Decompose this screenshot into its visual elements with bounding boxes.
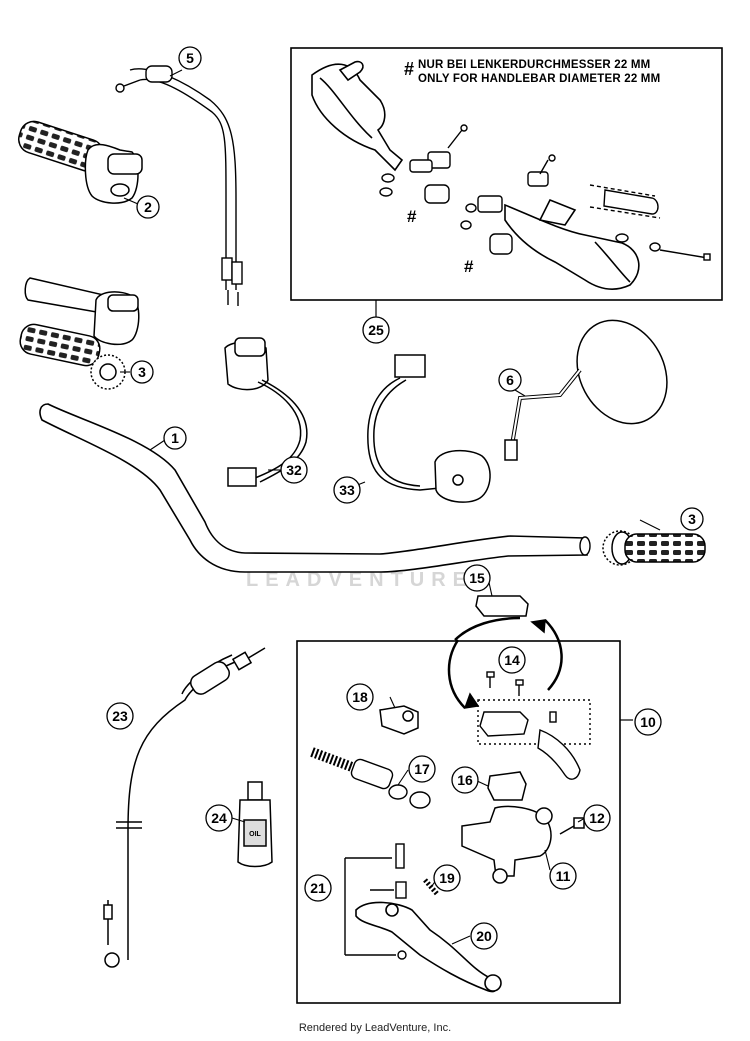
callout-32: 32 xyxy=(280,456,308,484)
grip-right xyxy=(602,530,706,566)
svg-text:19: 19 xyxy=(439,870,455,886)
handguard-right xyxy=(504,198,640,290)
svg-text:11: 11 xyxy=(556,868,571,884)
svg-text:16: 16 xyxy=(457,772,473,788)
svg-text:17: 17 xyxy=(414,761,430,777)
callout-25: 25 xyxy=(362,316,390,344)
screws-14 xyxy=(486,671,524,696)
switch-33 xyxy=(367,354,491,503)
callout-16: 16 xyxy=(451,766,479,794)
svg-text:#: # xyxy=(464,257,474,276)
switch-32 xyxy=(224,337,308,487)
spring-piston xyxy=(310,747,431,809)
oil-bottle xyxy=(237,781,273,868)
callout-23: 23 xyxy=(106,702,134,730)
handlebar-diameter-note: # NUR BEI LENKERDURCHMESSER 22 MM ONLY F… xyxy=(404,58,661,86)
svg-text:10: 10 xyxy=(640,714,656,730)
hash-marks: # # xyxy=(407,207,474,276)
brake-lever xyxy=(355,901,502,993)
callout-3-left: 3 xyxy=(130,360,154,384)
svg-text:18: 18 xyxy=(352,689,368,705)
svg-text:15: 15 xyxy=(469,570,485,586)
svg-text:#: # xyxy=(407,207,417,226)
note-line-german: NUR BEI LENKERDURCHMESSER 22 MM xyxy=(418,59,651,71)
svg-text:6: 6 xyxy=(506,372,514,388)
callout-33: 33 xyxy=(333,476,361,504)
throttle-grip-assembly xyxy=(18,120,143,204)
handguard-left xyxy=(311,60,404,172)
svg-text:21: 21 xyxy=(310,880,326,896)
callout-19: 19 xyxy=(433,864,461,892)
svg-text:25: 25 xyxy=(368,322,384,338)
svg-text:3: 3 xyxy=(138,364,146,380)
clamp-16 xyxy=(487,771,527,801)
callout-15: 15 xyxy=(463,564,491,592)
spring-19 xyxy=(423,878,440,897)
svg-text:24: 24 xyxy=(211,810,227,826)
callout-21: 21 xyxy=(304,874,332,902)
callout-3-right: 3 xyxy=(680,507,704,531)
callout-17: 17 xyxy=(408,755,436,783)
oil-bottle-label: OIL xyxy=(249,831,261,838)
watermark-text: LEADVENTURE xyxy=(246,569,474,591)
callout-20: 20 xyxy=(470,922,498,950)
handguard-hardware xyxy=(379,124,711,261)
reservoir-cover xyxy=(447,595,563,709)
svg-text:2: 2 xyxy=(144,199,152,215)
callout-18: 18 xyxy=(346,683,374,711)
callout-6: 6 xyxy=(498,368,522,392)
svg-text:1: 1 xyxy=(171,430,179,446)
svg-text:3: 3 xyxy=(688,511,696,527)
svg-text:12: 12 xyxy=(589,810,605,826)
throttle-cables xyxy=(115,65,243,306)
callout-24: 24 xyxy=(205,804,233,832)
callout-10: 10 xyxy=(634,708,662,736)
leader-lines xyxy=(120,69,661,945)
svg-text:14: 14 xyxy=(504,652,520,668)
master-cylinder-body xyxy=(461,805,585,884)
handlebar xyxy=(39,403,591,573)
svg-text:23: 23 xyxy=(112,708,128,724)
callout-1: 1 xyxy=(163,426,187,450)
footer-credit: Rendered by LeadVenture, Inc. xyxy=(298,1022,452,1034)
callout-2: 2 xyxy=(136,195,160,219)
callouts: 1 2 3 3 5 6 10 11 12 14 15 16 17 18 19 2… xyxy=(106,46,704,950)
callout-12: 12 xyxy=(583,804,611,832)
note-hash: # xyxy=(404,59,415,79)
pin-and-bushing xyxy=(344,843,407,960)
handguard-inset-box xyxy=(290,47,723,318)
svg-text:20: 20 xyxy=(476,928,492,944)
note-line-english: ONLY FOR HANDLEBAR DIAMETER 22 MM xyxy=(418,73,661,85)
callout-14: 14 xyxy=(498,646,526,674)
clutch-cable xyxy=(103,647,266,968)
reservoir-subassembly xyxy=(477,699,591,780)
svg-text:33: 33 xyxy=(339,482,355,498)
svg-text:32: 32 xyxy=(286,462,302,478)
svg-text:5: 5 xyxy=(186,50,194,66)
bracket-18 xyxy=(379,705,419,735)
mirror xyxy=(504,319,668,461)
callout-11: 11 xyxy=(549,862,577,890)
callout-5: 5 xyxy=(178,46,202,70)
